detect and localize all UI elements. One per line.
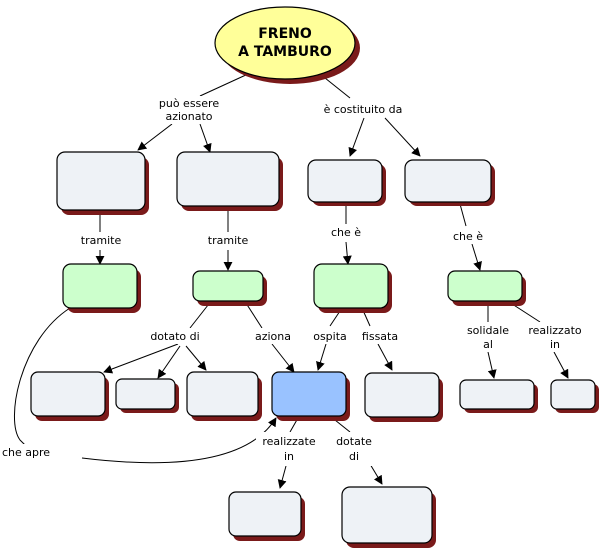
nodes [30, 151, 599, 548]
concept-node-row3-7 [550, 379, 596, 410]
label-dotate: dotate [336, 435, 372, 448]
label-fissata: fissata [362, 330, 398, 343]
concept-node-row4-2 [341, 486, 433, 544]
concept-node-row3-5 [364, 372, 440, 418]
root-node: FRENO A TAMBURO [214, 6, 360, 84]
label-che-e-right: che è [453, 230, 483, 243]
concept-node-row2-1 [62, 263, 138, 309]
label-al: al [483, 338, 493, 351]
label-aziona: aziona [255, 330, 291, 343]
label-che-apre: che apre [2, 446, 50, 459]
label-dotate-di: di [349, 450, 359, 463]
concept-node-row2-3 [313, 263, 389, 309]
label-realizzato: realizzato [528, 324, 582, 337]
label-puo-essere: può essere [159, 97, 219, 110]
concept-node-row3-3 [186, 371, 259, 417]
concept-node-row1-2 [176, 151, 280, 207]
concept-node-row2-4 [447, 270, 523, 302]
label-dotato-di: dotato di [150, 330, 199, 343]
label-ospita: ospita [313, 330, 347, 343]
concept-node-row4-1 [228, 491, 302, 537]
concept-node-row3-4 [271, 371, 347, 417]
concept-node-row1-4 [404, 159, 492, 203]
concept-node-row1-3 [307, 159, 383, 203]
label-costituito-da: è costituito da [324, 103, 403, 116]
label-che-e-left: che è [331, 226, 361, 239]
concept-node-row3-6 [459, 379, 535, 410]
label-tramite-mid: tramite [208, 234, 249, 247]
label-tramite-left: tramite [81, 234, 122, 247]
link-labels: può essere azionato è costituito da tram… [0, 96, 586, 466]
concept-node-row3-1 [30, 371, 106, 417]
label-realizzate-in: in [284, 450, 294, 463]
concept-node-row1-1 [56, 151, 146, 211]
label-azionato: azionato [165, 110, 212, 123]
concept-node-row3-2 [115, 378, 176, 410]
root-title-line1: FRENO [258, 26, 312, 42]
label-realizzato-in: in [550, 338, 560, 351]
concept-node-row2-2 [192, 270, 264, 302]
label-solidale: solidale [467, 324, 509, 337]
label-realizzate: realizzate [262, 435, 316, 448]
root-title-line2: A TAMBURO [238, 44, 332, 60]
